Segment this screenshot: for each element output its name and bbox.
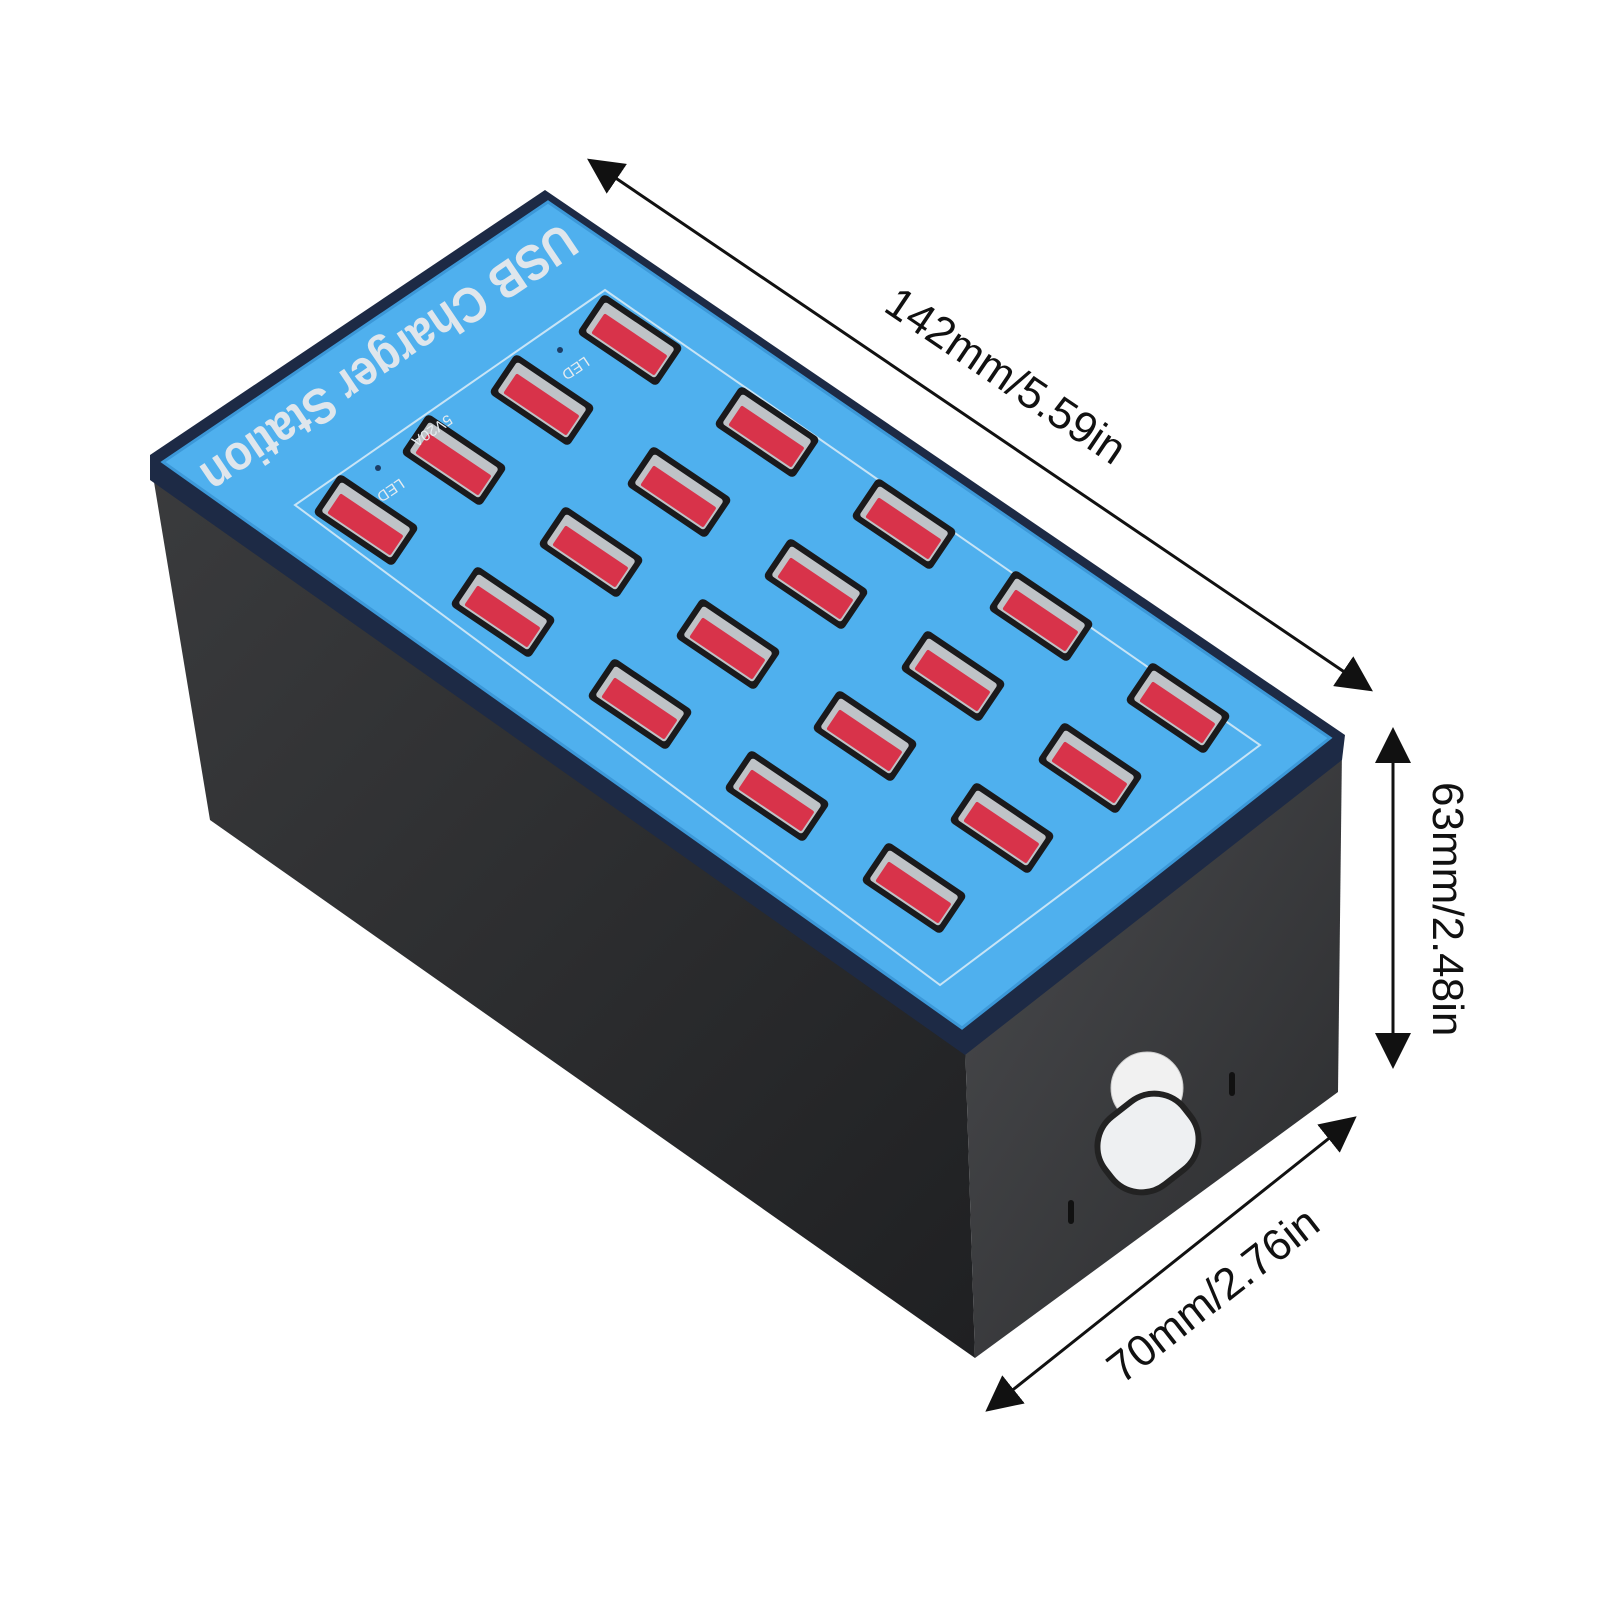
- usb-port[interactable]: [861, 841, 967, 934]
- usb-port[interactable]: [949, 781, 1055, 874]
- usb-port[interactable]: [401, 413, 507, 506]
- left-side-face: [152, 470, 975, 1358]
- usb-port[interactable]: [1037, 721, 1143, 814]
- led-indicator: [557, 347, 563, 353]
- width-dimension-arrow: [985, 1116, 1357, 1412]
- usb-port[interactable]: [313, 473, 419, 566]
- usb-port[interactable]: [724, 749, 830, 842]
- usb-port[interactable]: [812, 689, 918, 782]
- usb-port[interactable]: [489, 353, 595, 446]
- vent-slot: [1229, 1072, 1235, 1096]
- vent-slot: [1068, 1200, 1074, 1224]
- height-dimension-label: 63mm/2.48in: [1423, 782, 1472, 1036]
- usb-port[interactable]: [450, 565, 556, 658]
- length-dimension-arrow: [587, 158, 1373, 692]
- led-indicator: [375, 465, 381, 471]
